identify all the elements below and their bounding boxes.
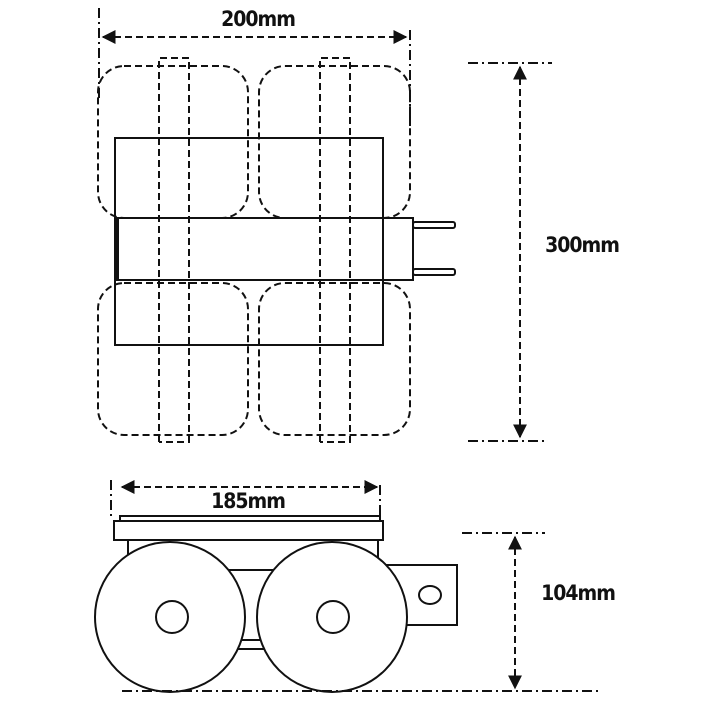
side-width-label: 185mm (211, 489, 285, 513)
wheel-outline (97, 65, 249, 219)
wheel (256, 541, 408, 693)
wheel-hub (316, 600, 350, 634)
side-view: 185mm 104mm (94, 480, 616, 693)
width-label: 200mm (221, 7, 295, 31)
center-bar (114, 217, 414, 281)
wheel-hub (155, 600, 189, 634)
axle-hidden-line (319, 57, 351, 443)
handle-pin (412, 221, 456, 229)
wheel-outline (258, 65, 411, 219)
wheel (94, 541, 246, 693)
length-label: 300mm (545, 233, 619, 257)
axle-hidden-line (158, 57, 190, 443)
wheel-outline (97, 282, 249, 436)
height-label: 104mm (541, 581, 615, 605)
wheel-outline (258, 282, 411, 436)
top-plate (113, 520, 384, 541)
tow-hole (418, 585, 442, 605)
top-view: 200mm 300mm (97, 7, 620, 443)
handle-pin (412, 268, 456, 276)
